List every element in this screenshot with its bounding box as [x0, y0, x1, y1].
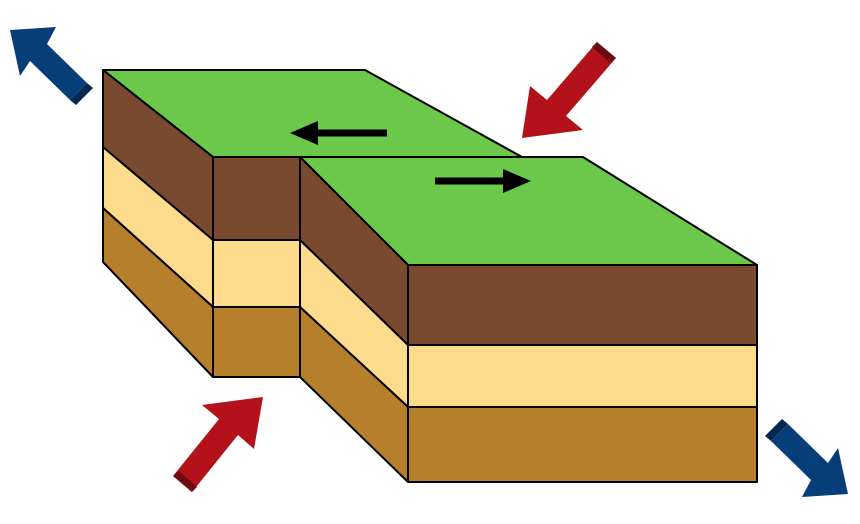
left-block-front-topsoil	[212, 156, 301, 241]
extension-arrow-bottom-right	[765, 419, 848, 497]
right-block-front-sand	[407, 344, 758, 408]
left-block-front-sand	[212, 239, 301, 308]
left-motion-arrow	[290, 121, 387, 145]
compression-arrow-top-right	[522, 42, 616, 138]
right-block-front-topsoil	[407, 264, 758, 346]
right-motion-arrow	[435, 169, 531, 193]
right-block	[299, 156, 758, 483]
compression-arrow-bottom-left	[173, 397, 263, 492]
left-block-front-clay	[212, 306, 301, 378]
left-block	[102, 69, 523, 378]
extension-arrow-top-left	[10, 27, 93, 105]
right-block-front-clay	[407, 406, 758, 483]
